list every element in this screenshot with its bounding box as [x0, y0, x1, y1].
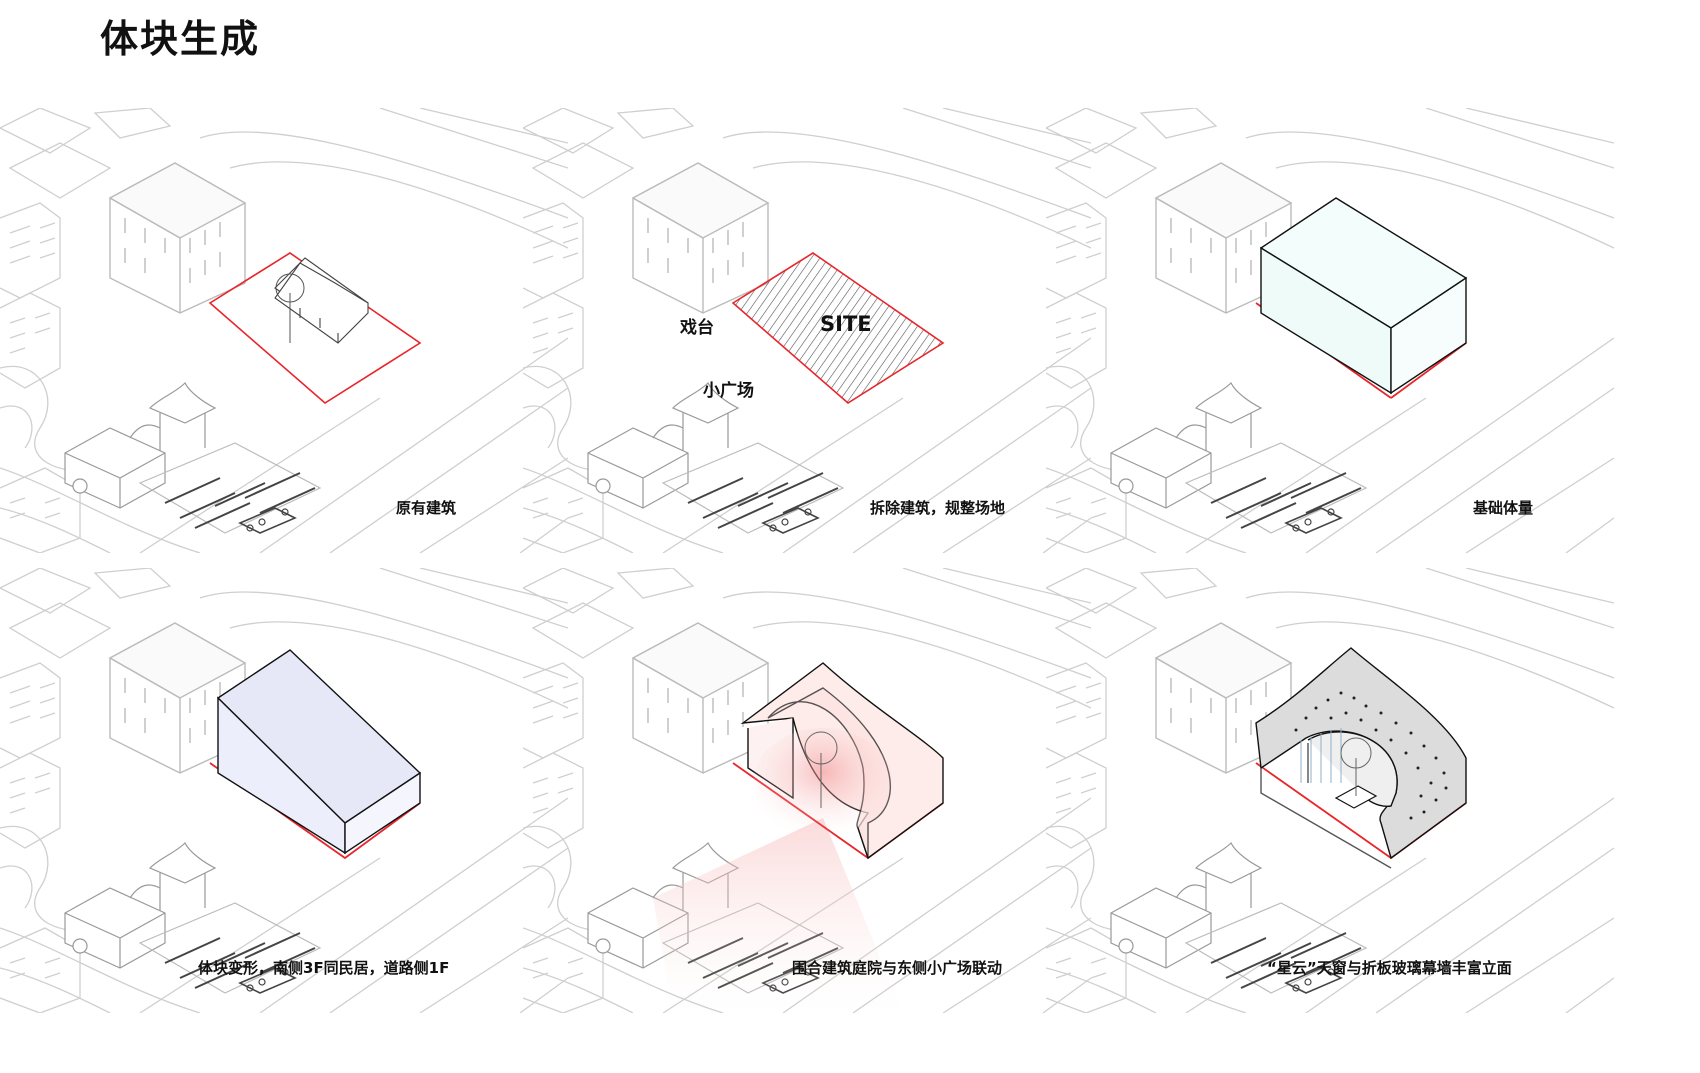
- caption-base-mass: 基础体量: [1473, 499, 1534, 517]
- diagram-clear-site: [523, 108, 1091, 553]
- panel-nebula-skylight: “星云”天窗与折板玻璃幕墙丰富立面: [1046, 568, 1614, 1013]
- caption-deformed-mass: 体块变形，南侧3F同民居，道路侧1F: [198, 959, 450, 977]
- panel-courtyard: 围合建筑庭院与东侧小广场联动: [523, 568, 1091, 1013]
- diagram-courtyard: [523, 568, 1091, 1013]
- label-plaza: 小广场: [703, 381, 754, 401]
- caption-nebula-skylight: “星云”天窗与折板玻璃幕墙丰富立面: [1267, 959, 1512, 977]
- caption-existing-building: 原有建筑: [396, 499, 457, 517]
- skylight-dots: [1294, 691, 1448, 820]
- base-mass-block: [1259, 197, 1468, 395]
- caption-courtyard: 围合建筑庭院与东侧小广场联动: [792, 959, 1003, 977]
- diagram-deformed-mass: [0, 568, 568, 1013]
- label-stage: 戏台: [680, 318, 714, 338]
- existing-house: [274, 257, 369, 344]
- site-hatch: [731, 252, 945, 404]
- plaza-glow: [653, 818, 903, 1013]
- glass-curtain-wall: [1300, 728, 1342, 783]
- diagram-nebula-skylight: [1046, 568, 1614, 1013]
- tree-icon: [275, 273, 305, 343]
- diagram-existing-building: [0, 108, 568, 553]
- caption-clear-site: 拆除建筑，规整场地: [870, 499, 1006, 517]
- site-outline: [208, 252, 422, 404]
- deformed-mass-block: [216, 649, 422, 855]
- diagram-base-mass: [1046, 108, 1614, 553]
- panel-clear-site: 戏台 SITE 小广场 拆除建筑，规整场地: [523, 108, 1091, 553]
- label-site: SITE: [820, 312, 872, 336]
- panel-deformed-mass: 体块变形，南侧3F同民居，道路侧1F: [0, 568, 568, 1013]
- tree-icon: [804, 731, 838, 808]
- courtyard-glow: [753, 728, 893, 838]
- tree-icon: [1340, 737, 1372, 796]
- panel-base-mass: 基础体量: [1046, 108, 1614, 553]
- tree-planter: [1334, 785, 1378, 809]
- panel-existing-building: 原有建筑: [0, 108, 568, 553]
- nebula-roof: [1255, 647, 1467, 869]
- page-title: 体块生成: [100, 17, 261, 61]
